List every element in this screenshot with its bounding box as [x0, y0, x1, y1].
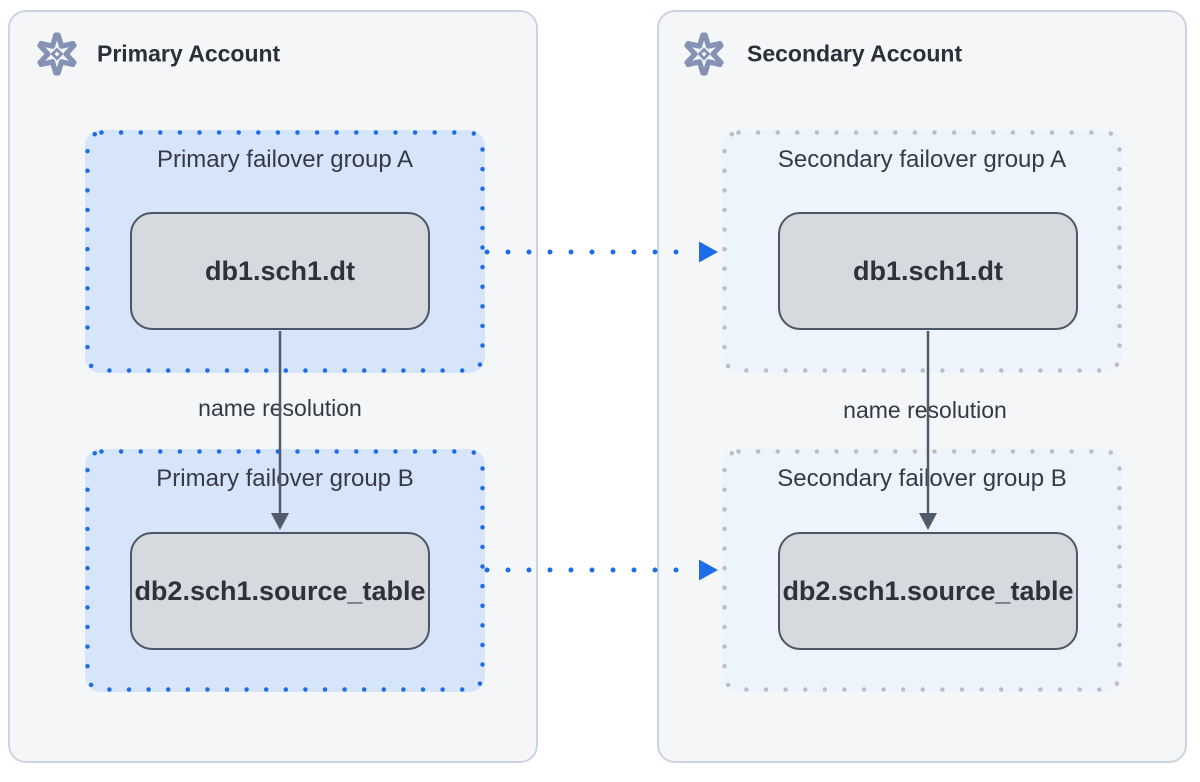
group-label: Secondary failover group A	[777, 146, 1067, 173]
node-label: db1.sch1.dt	[204, 255, 356, 286]
group-label: Primary failover group B	[156, 465, 414, 492]
group-label: Secondary failover group B	[777, 465, 1067, 492]
node-label: db1.sch1.dt	[852, 255, 1004, 286]
group-label: Primary failover group A	[156, 146, 414, 173]
node-label: db2.sch1.source_table	[782, 575, 1074, 606]
account-title: Secondary Account	[747, 40, 963, 67]
table-node-db1-secondary: db1.sch1.dt	[778, 212, 1078, 330]
node-label: db2.sch1.source_table	[134, 575, 426, 606]
name-resolution-label: name resolution	[198, 395, 362, 421]
table-node-db1-primary: db1.sch1.dt	[130, 212, 430, 330]
name-resolution-label: name resolution	[843, 397, 1007, 423]
snowflake-icon	[32, 29, 82, 79]
table-node-db2-primary: db2.sch1.source_table	[130, 532, 430, 650]
account-title: Primary Account	[97, 40, 281, 67]
table-node-db2-secondary: db2.sch1.source_table	[778, 532, 1078, 650]
snowflake-icon	[679, 29, 729, 79]
